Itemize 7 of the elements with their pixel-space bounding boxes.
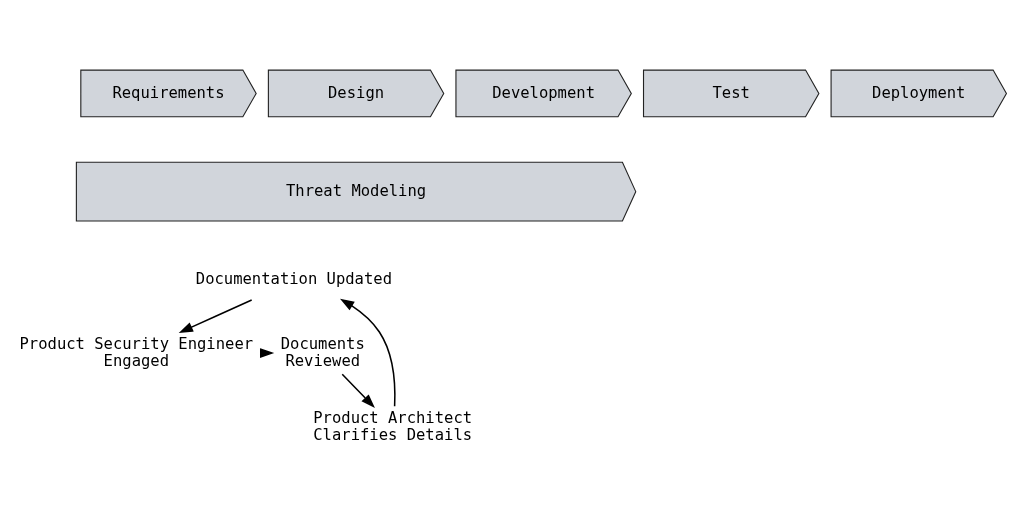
node-text: Documentation Updated xyxy=(195,269,392,288)
arrow xyxy=(178,298,253,333)
arrow xyxy=(340,298,396,407)
node-text: Product Architect Clarifies Details xyxy=(313,408,473,444)
node-text: Documents Reviewed xyxy=(280,334,365,370)
node-text: Product Security Engineer Engaged xyxy=(19,334,254,370)
arrow xyxy=(341,373,375,408)
